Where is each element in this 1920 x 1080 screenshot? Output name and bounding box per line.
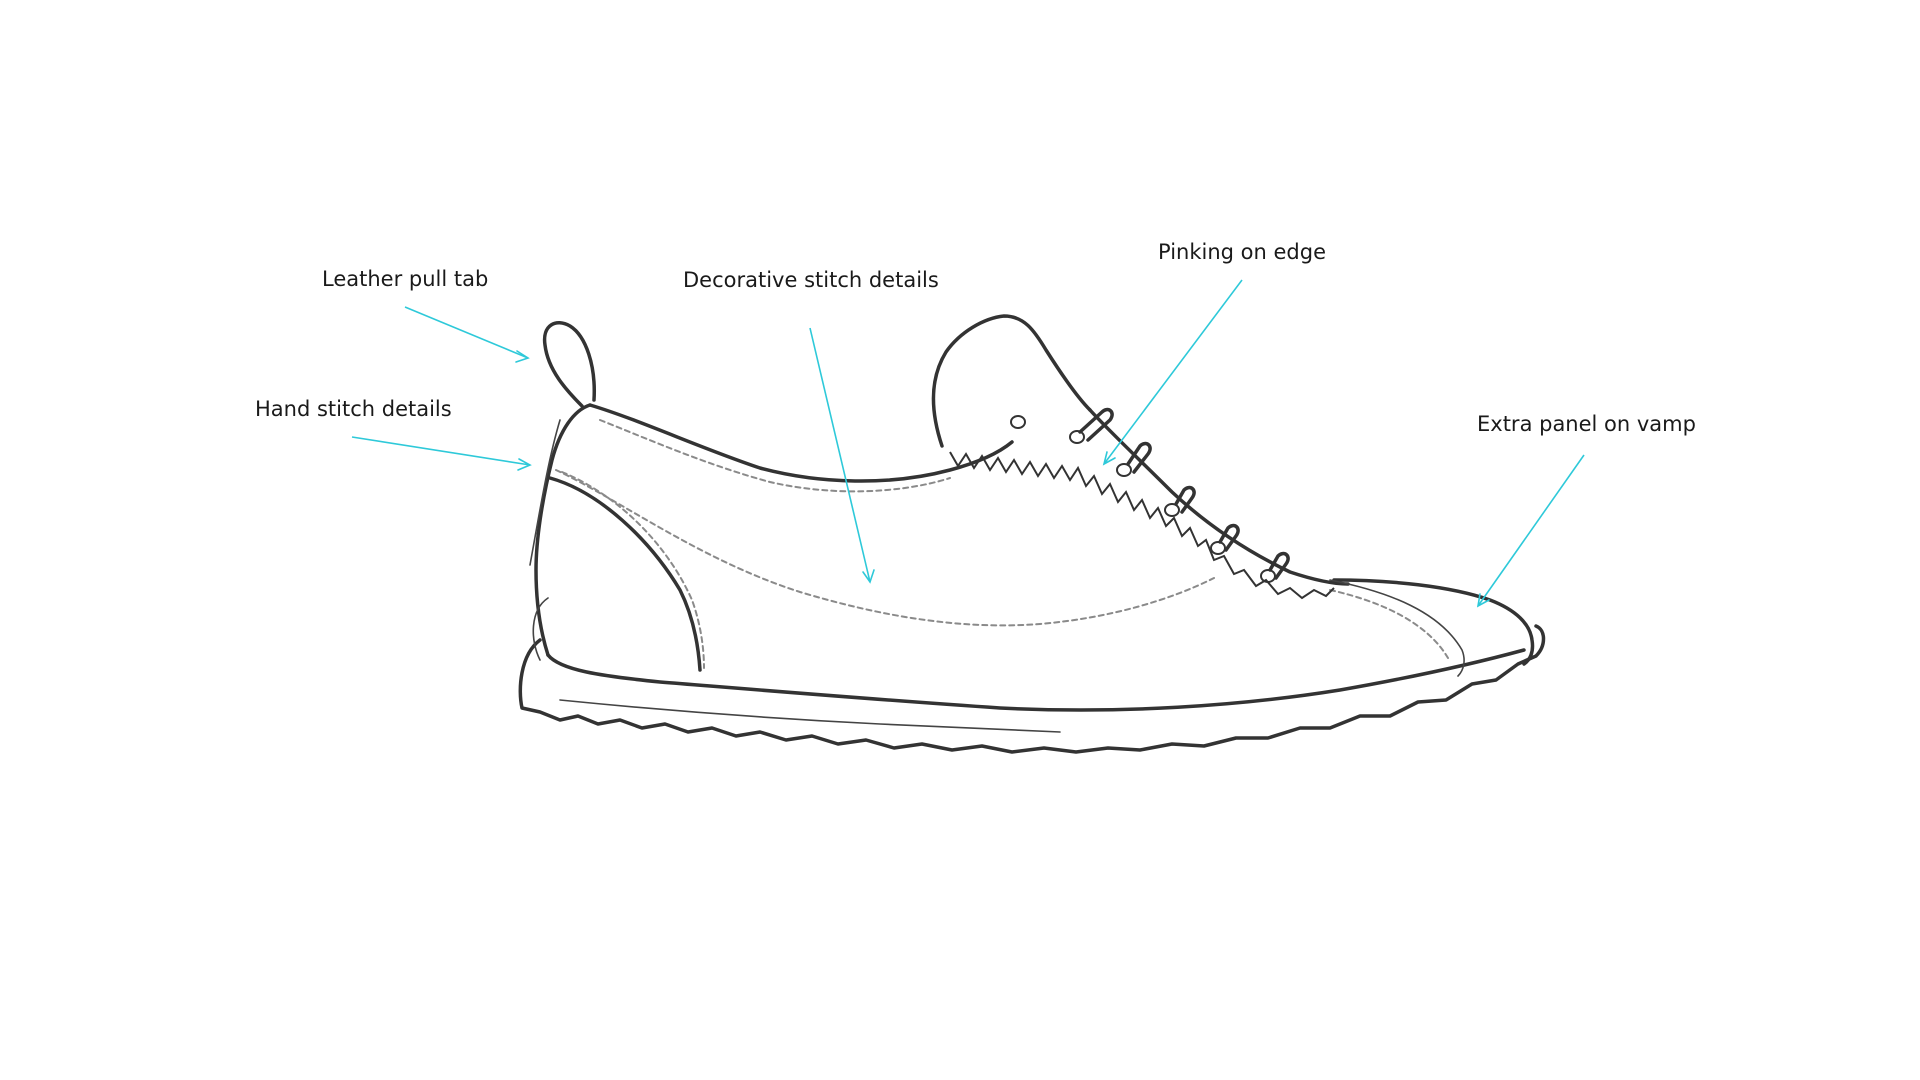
heel-counter-stitch	[561, 471, 705, 669]
heel-tab-lines	[529, 419, 561, 661]
callout-decorative-stitch[interactable]: Decorative stitch details	[683, 268, 939, 584]
leader-line-vamp-panel	[1477, 454, 1585, 607]
heel-back	[534, 403, 592, 657]
arrowhead-vamp-panel	[1476, 593, 1490, 608]
tongue-outline	[931, 314, 1092, 448]
toe-front	[1332, 578, 1535, 666]
callout-label-pinking: Pinking on edge	[1158, 240, 1326, 264]
arrowhead-pinking	[1102, 451, 1116, 466]
upper-outline	[588, 403, 1014, 483]
lace-loop	[1078, 407, 1114, 442]
eyelet	[1010, 415, 1026, 429]
callout-pinking[interactable]: Pinking on edge	[1102, 240, 1326, 466]
eyelet	[1164, 503, 1180, 517]
arrowhead-decorative-stitch	[862, 569, 875, 584]
leader-line-decorative-stitch	[809, 327, 871, 583]
lace-loop	[1174, 485, 1196, 514]
arrowhead-pull-tab	[515, 350, 530, 363]
callout-label-decorative-stitch: Decorative stitch details	[683, 268, 939, 292]
pull-tab-loop[interactable]	[542, 321, 596, 408]
eyelet	[1116, 463, 1132, 477]
lace-loop	[1218, 523, 1240, 552]
leader-line-pull-tab	[404, 306, 529, 359]
hand-stitch-line[interactable]	[599, 419, 951, 493]
callouts: Leather pull tab Hand stitch details Dec…	[255, 240, 1696, 608]
pinking-edge[interactable]	[949, 451, 1335, 600]
callout-label-hand-stitch: Hand stitch details	[255, 397, 452, 421]
outsole-tread	[518, 624, 1546, 754]
decorative-stitch-line[interactable]	[555, 469, 1215, 627]
lace-loop	[1268, 551, 1290, 580]
vamp-panel-stitch	[1329, 589, 1449, 659]
leader-line-hand-stitch	[351, 436, 531, 466]
lace-loop	[1126, 441, 1152, 474]
callout-vamp-panel[interactable]: Extra panel on vamp	[1476, 412, 1696, 608]
sole-inner-line	[559, 699, 1061, 733]
eyelet	[1260, 569, 1276, 583]
callout-label-pull-tab: Leather pull tab	[322, 267, 488, 291]
leader-line-pinking	[1103, 279, 1243, 465]
lacing-edge	[1088, 408, 1350, 586]
vamp-panel-seam[interactable]	[1329, 579, 1465, 677]
shoe-illustration	[518, 314, 1546, 754]
callout-hand-stitch[interactable]: Hand stitch details	[255, 397, 532, 471]
callout-pull-tab[interactable]: Leather pull tab	[322, 267, 530, 363]
eyelet	[1210, 541, 1226, 555]
midsole-band	[546, 648, 1526, 712]
eyelets	[1010, 415, 1276, 583]
callout-label-vamp-panel: Extra panel on vamp	[1477, 412, 1696, 436]
heel-counter	[548, 476, 702, 672]
lace-loops	[1078, 407, 1290, 580]
eyelet	[1069, 430, 1085, 444]
arrowhead-hand-stitch	[517, 458, 532, 471]
